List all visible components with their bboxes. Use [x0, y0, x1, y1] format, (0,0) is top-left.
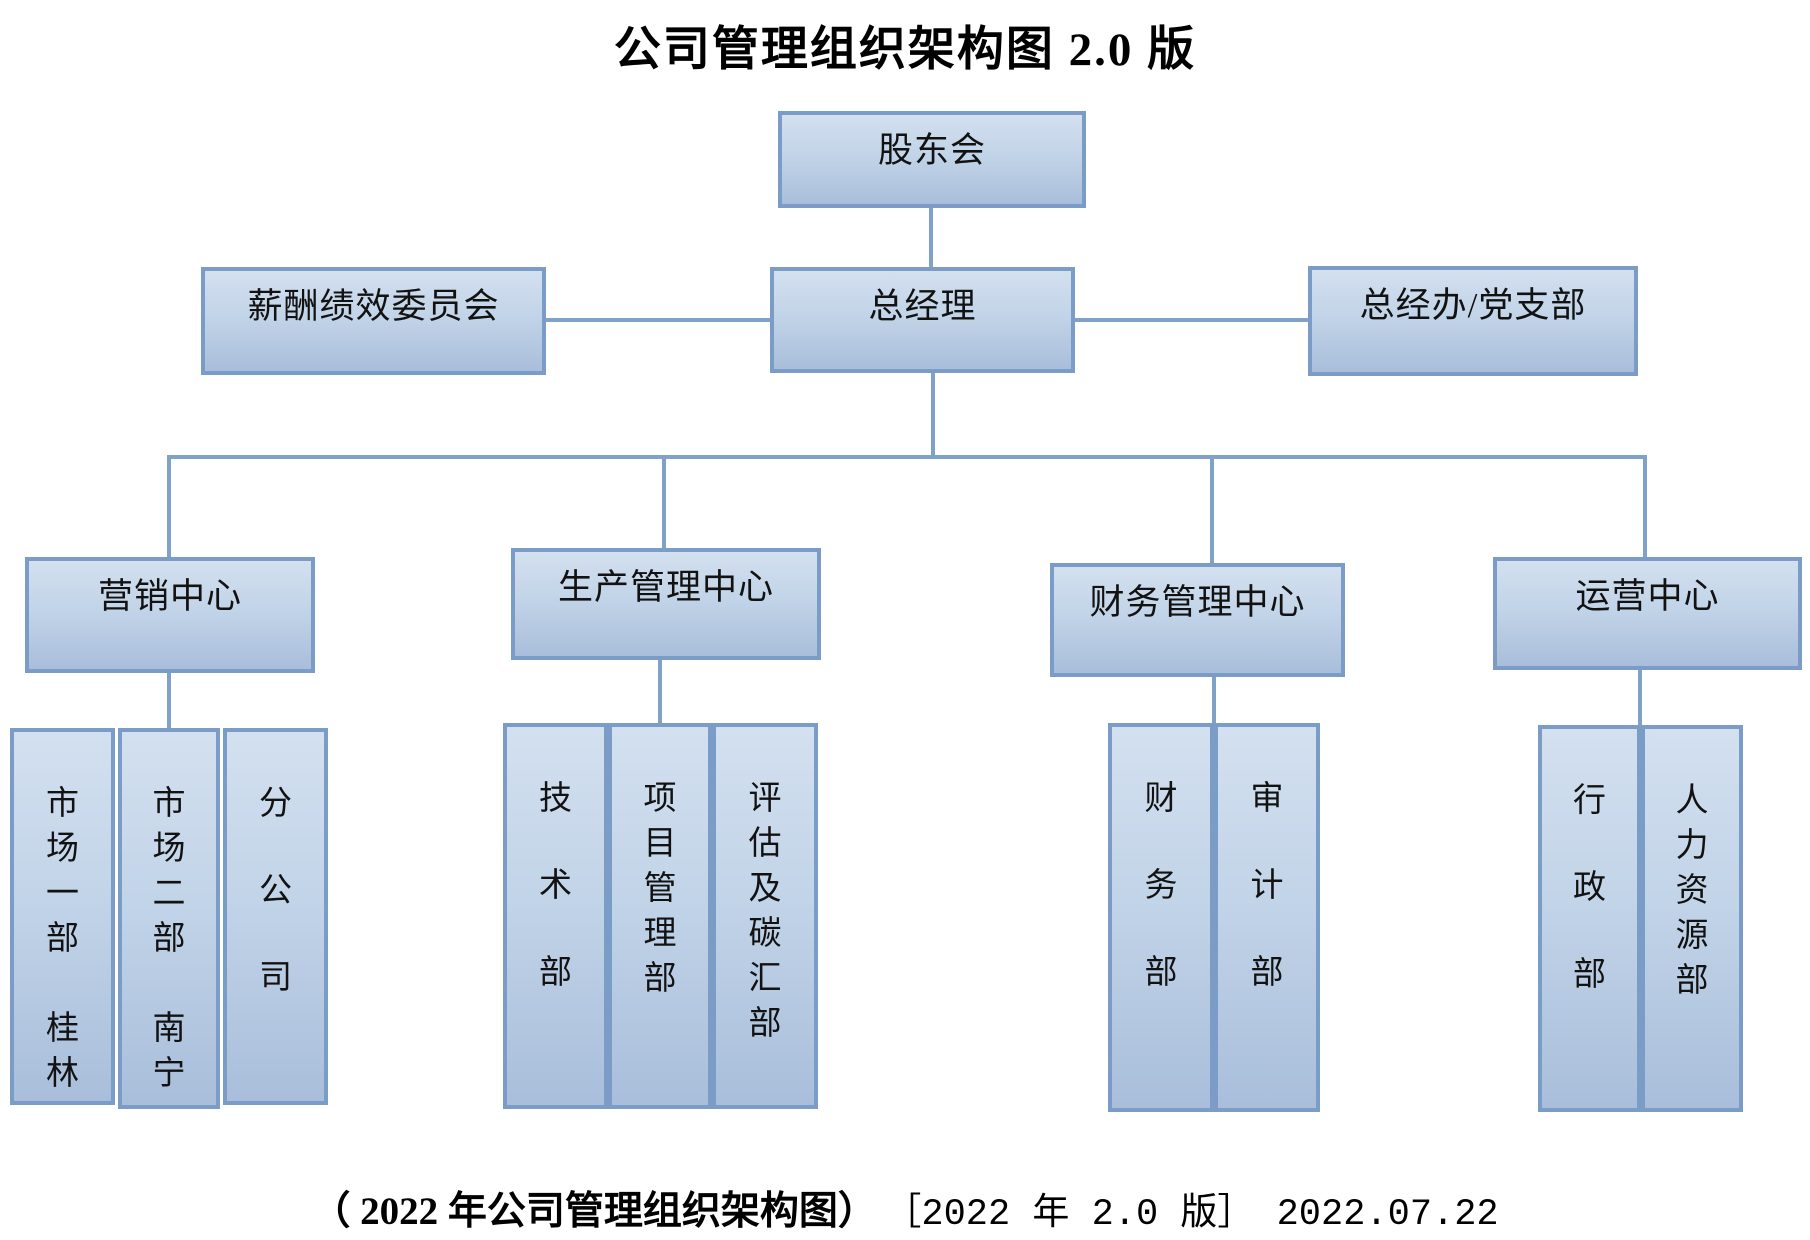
node-audit-dept: 审计部: [1214, 723, 1320, 1112]
connector-gm-gm-office: [1073, 318, 1310, 322]
connector-marketing-depts: [167, 671, 171, 730]
node-gm-office: 总经办/党支部: [1308, 266, 1638, 376]
node-committee-label: 薪酬绩效委员会: [247, 287, 500, 326]
connector-rail-marketing: [167, 455, 171, 559]
connector-production-depts: [658, 658, 662, 725]
connector-rail: [167, 455, 1647, 459]
node-administration-dept: 行政部: [1538, 725, 1641, 1112]
caption: （ 2022 年公司管理组织架构图） ［2022 年 2.0 版］ 2022.07…: [0, 1180, 1810, 1236]
node-project-management-dept-label: 项目管理部: [643, 781, 677, 997]
node-branch-company-label: 分公司: [259, 786, 292, 996]
node-branch-company: 分公司: [223, 728, 328, 1105]
node-production-center-label: 生产管理中心: [557, 568, 774, 607]
node-finance-center-label: 财务管理中心: [1089, 583, 1306, 622]
node-administration-dept-label: 行政部: [1573, 783, 1606, 993]
node-operations-center-label: 运营中心: [1575, 577, 1720, 616]
node-operations-center: 运营中心: [1493, 557, 1802, 670]
connector-rail-production: [662, 455, 666, 550]
node-committee: 薪酬绩效委员会: [201, 267, 546, 375]
node-gm-office-label: 总经办/党支部: [1359, 286, 1587, 325]
node-finance-center: 财务管理中心: [1050, 563, 1345, 677]
connector-committee-gm: [544, 318, 772, 322]
connector-rail-operations: [1643, 455, 1647, 559]
connector-gm-rail: [931, 371, 935, 459]
node-market-dept-1-label: 市场一部 桂林: [46, 786, 79, 1092]
node-marketing-center: 营销中心: [25, 557, 315, 673]
node-shareholders-label: 股东会: [877, 131, 986, 170]
node-technology-dept-label: 技术部: [539, 781, 572, 991]
node-human-resources-dept: 人力资源部: [1641, 725, 1743, 1112]
node-technology-dept: 技术部: [503, 723, 608, 1109]
node-market-dept-2: 市场二部 南宁: [118, 728, 220, 1109]
caption-main: （ 2022 年公司管理组织架构图）: [311, 1190, 877, 1233]
node-finance-dept-label: 财务部: [1144, 781, 1178, 991]
node-shareholders: 股东会: [778, 111, 1086, 208]
node-market-dept-2-label: 市场二部 南宁: [152, 786, 186, 1092]
node-general-manager-label: 总经理: [868, 287, 977, 326]
page-title: 公司管理组织架构图 2.0 版: [613, 24, 1197, 76]
node-human-resources-dept-label: 人力资源部: [1675, 783, 1709, 999]
node-market-dept-1: 市场一部 桂林: [10, 728, 115, 1105]
connector-rail-finance: [1210, 455, 1214, 565]
node-general-manager: 总经理: [770, 267, 1075, 373]
caption-version: ［2022 年 2.0 版］ 2022.07.22: [902, 1194, 1499, 1236]
node-project-management-dept: 项目管理部: [608, 723, 712, 1109]
node-assessment-carbon-dept-label: 评估及碳汇部: [748, 781, 782, 1042]
connector-shareholders-gm: [929, 208, 933, 270]
node-assessment-carbon-dept: 评估及碳汇部: [712, 723, 818, 1109]
connector-operations-depts: [1638, 668, 1642, 727]
node-finance-dept: 财务部: [1108, 723, 1214, 1112]
connector-finance-depts: [1212, 675, 1216, 725]
node-production-center: 生产管理中心: [511, 548, 821, 660]
node-marketing-center-label: 营销中心: [97, 577, 242, 616]
node-audit-dept-label: 审计部: [1250, 781, 1284, 991]
